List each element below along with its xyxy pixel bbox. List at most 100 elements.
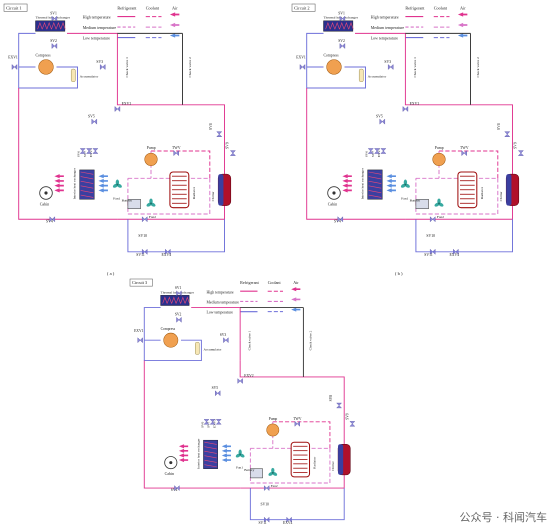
chiller-cold-side [218, 174, 224, 206]
twv-label: TWV [172, 146, 181, 150]
circuit-title-box [3, 3, 28, 12]
pipe-left-top [143, 307, 161, 341]
ihx-air-arrow [386, 174, 396, 179]
exchanger-zigzag [171, 296, 177, 304]
exv3-valve [92, 148, 99, 154]
exchanger-zigzag [51, 21, 57, 30]
sv2-valve [51, 42, 58, 50]
circuit-title: Circuit 2 [294, 5, 310, 10]
compressor [326, 59, 342, 75]
check-valve-2-label: Check valve 2 [188, 57, 192, 78]
battery-label: Battery [122, 198, 133, 202]
pump [144, 152, 158, 166]
legend-air: Air [172, 5, 178, 10]
check-valve-2-label: Check valve 2 [309, 330, 313, 350]
cabin-air-arrow [54, 174, 64, 179]
chiller-cold-side [338, 444, 344, 475]
ihx-zigzag [80, 176, 94, 180]
ihx-zigzag [80, 180, 94, 184]
sv10-valve [141, 216, 148, 223]
pipe-left-outer [18, 87, 118, 220]
ihx-zigzag [204, 450, 217, 454]
fan1-blade [238, 449, 242, 455]
pipe-left-top [18, 32, 36, 67]
sv5-label: SV5 [88, 114, 95, 118]
exv1-label: EXV1 [8, 56, 18, 60]
chiller-label: Chiller [211, 191, 215, 202]
sv9-label: SV9 [514, 142, 518, 149]
legend-medium: Medium temperature [207, 300, 240, 304]
exv1-valve [11, 63, 18, 71]
sv4-valve [49, 216, 56, 223]
sv3-label: SV3 [384, 60, 391, 64]
fan1-blade [403, 179, 408, 186]
exv1-label: EXV1 [296, 56, 306, 60]
exv4-label: EXV4 [162, 253, 172, 257]
fan2-label: Fan2 [271, 484, 278, 488]
ihx-zigzag [80, 190, 94, 194]
fan2 [434, 198, 444, 207]
legend-air: Air [293, 280, 299, 285]
check-valve-1-label: Check valve 1 [413, 57, 417, 78]
exchanger-zigzag [41, 21, 48, 30]
sv2-label: SV2 [50, 39, 57, 43]
fan2-label: Fan2 [149, 215, 156, 219]
exv3-label: EXV3 [213, 419, 217, 428]
ihx-air-arrow [221, 444, 231, 449]
circuit-caption: ( a ) [107, 271, 115, 276]
cabin-steering-hub [332, 191, 336, 195]
exchanger-zigzag [343, 21, 349, 30]
ihx-zigzag [204, 459, 217, 463]
sv1-label: SV1 [175, 286, 182, 290]
exv2-valve [237, 378, 243, 384]
sv8-valve [216, 131, 223, 137]
sv8-label: SV8 [209, 123, 213, 130]
exchanger-zigzag [166, 296, 172, 304]
coolant-loop-top [150, 150, 211, 179]
ihx-air-arrow [98, 183, 108, 188]
fan2 [268, 467, 278, 476]
twv-label: TWV [460, 146, 469, 150]
exv1-valve [299, 63, 306, 71]
sv3-valve [387, 63, 394, 71]
accumulator [358, 68, 364, 82]
circuit-title-box [291, 3, 316, 12]
circuit-caption: ( b ) [395, 271, 403, 276]
exchanger-zigzag [334, 21, 340, 30]
exv4-label: EXV4 [450, 253, 460, 257]
legend-coolant: Coolant [268, 280, 282, 285]
exv1-valve [137, 337, 143, 344]
twv-label: TWV [293, 417, 302, 421]
ihx-zigzag [368, 180, 382, 184]
ihx-air-arrow [98, 174, 108, 179]
ihx-zigzag [204, 464, 217, 468]
sv10-label: SV10 [261, 502, 270, 506]
sv4-valve [174, 485, 180, 492]
legend-low: Low temperature [83, 36, 110, 41]
compressor-label: Compress [324, 53, 340, 57]
sv7-valve [209, 419, 216, 425]
sv5-label: SV5 [212, 386, 219, 390]
pipe-right-outer [404, 87, 513, 220]
legend-air-medium-arrow [169, 22, 180, 28]
pipe-accumulator [18, 66, 78, 89]
ihx-zigzag [368, 190, 382, 194]
sv1-valve [176, 290, 182, 297]
sv3-valve [223, 337, 229, 344]
ihx-zigzag [368, 185, 382, 189]
fan1-hub [116, 183, 119, 186]
fan1 [400, 179, 410, 188]
ihx-zigzag [204, 446, 217, 450]
legend-high: High temperature [207, 290, 234, 294]
pump [266, 423, 280, 437]
sv8-label: SV8 [329, 395, 333, 402]
exv3-valve [380, 148, 387, 154]
fan2 [146, 198, 156, 207]
legend-refrigerant: Refrigerant [117, 5, 137, 10]
battery [415, 199, 429, 210]
cabin-air-arrow [178, 453, 189, 458]
exv4-label: EXV4 [283, 521, 293, 525]
sv5-valve [379, 118, 386, 125]
